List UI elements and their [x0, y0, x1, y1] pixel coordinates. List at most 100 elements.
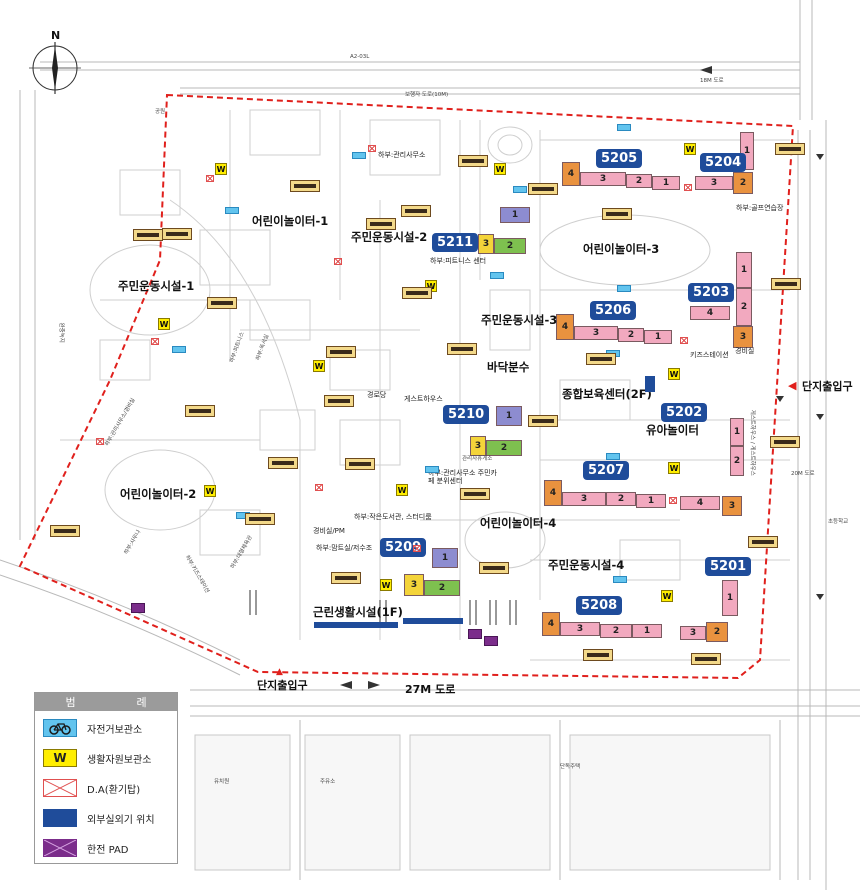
- legend-header: 범 례: [35, 693, 177, 711]
- unit-segment: 4: [542, 612, 560, 636]
- facility-fountain-sub: 경로당: [367, 391, 387, 399]
- zone-neighborhood: 근린생활시설(1F): [313, 605, 403, 619]
- facility-small-library: 하부:작은도서관, 스터디룸: [354, 513, 432, 521]
- unit-segment: 3: [562, 492, 606, 506]
- legend-label-bicycle: 자전거보관소: [87, 724, 143, 736]
- unit-segment: 2: [494, 238, 526, 254]
- facility-security: 경비실: [735, 347, 755, 355]
- facility-golf: 하부:골프연습장: [736, 204, 784, 212]
- zone-playground-1: 어린이놀이터-1: [252, 214, 329, 228]
- ventilation-icon: [43, 779, 77, 797]
- sign-board: [133, 229, 163, 241]
- east-entrance-marker: ◀: [788, 379, 797, 392]
- unit-segment: 1: [500, 207, 530, 223]
- ventilation-icon: [669, 497, 677, 504]
- zone-playground-4: 어린이놀이터-4: [480, 516, 557, 530]
- zone-daycare: 종합보육센터(2F): [562, 387, 652, 401]
- building-label-5208: 5208: [576, 596, 623, 615]
- unit-segment: 2: [606, 492, 636, 506]
- sign-board: [185, 405, 215, 417]
- road-label-top-left: 공원: [155, 109, 166, 115]
- outdoor-unit-icon: [645, 376, 655, 392]
- road-label-top-mid: 보행자 도로(10M): [405, 92, 449, 98]
- zone-playground-3: 어린이놀이터-3: [583, 242, 660, 256]
- building-label-5211: 5211: [432, 233, 479, 252]
- sign-board: [366, 218, 396, 230]
- sign-board: [479, 562, 509, 574]
- school-label: 초등학교: [828, 519, 849, 525]
- unit-segment: 2: [730, 446, 744, 476]
- zone-fitness-3: 주민운동시설-3: [481, 313, 558, 327]
- legend-row-kepco-pad: 한전 PAD: [43, 839, 129, 857]
- bicycle-icon: [225, 207, 239, 214]
- unit-segment: 3: [574, 326, 618, 340]
- sign-board: [401, 205, 431, 217]
- unit-segment: 3: [733, 326, 753, 348]
- zone-kids-playground: 유아놀이터: [646, 423, 699, 437]
- bicycle-icon: [43, 719, 77, 737]
- compass-north-label: N: [51, 29, 61, 42]
- unit-segment: 2: [706, 622, 728, 642]
- facility-bottom-desk: 하부:맘트실/저수조: [316, 544, 373, 552]
- facility-kids-station: 키즈스테이션: [690, 351, 729, 359]
- unit-segment: 3: [560, 622, 600, 636]
- unit-segment: 1: [652, 176, 680, 190]
- unit-segment: 3: [680, 626, 706, 640]
- sign-board: [771, 278, 801, 290]
- unit-segment: 1: [636, 494, 666, 508]
- w-icon: W: [396, 484, 408, 496]
- sign-board: [460, 488, 490, 500]
- w-icon: W: [661, 590, 673, 602]
- sign-board: [290, 180, 320, 192]
- sign-board: [528, 183, 558, 195]
- legend-label-kepco-pad: 한전 PAD: [87, 844, 129, 856]
- w-icon: W: [668, 462, 680, 474]
- legend-label-outdoor-unit: 외부실외기 위치: [87, 814, 155, 826]
- bottom-block-label-3: 단독주택: [560, 764, 581, 770]
- w-icon: W: [43, 749, 77, 767]
- outdoor-unit-icon: [314, 622, 398, 628]
- kepco-pad-icon: [484, 636, 498, 646]
- south-entrance-label: 단지출입구: [257, 679, 308, 692]
- sign-board: [602, 208, 632, 220]
- kepco-pad-icon: [43, 839, 77, 857]
- unit-segment: 1: [644, 330, 672, 344]
- sign-board: [345, 458, 375, 470]
- unit-segment: 2: [424, 580, 460, 596]
- bicycle-icon: [425, 466, 439, 473]
- sign-board: [748, 536, 778, 548]
- unit-segment: 3: [695, 176, 733, 190]
- sign-board: [770, 436, 800, 448]
- ventilation-icon: [334, 258, 342, 265]
- sign-board: [162, 228, 192, 240]
- road-label-right: 20M 도로: [791, 471, 815, 477]
- sign-board: [458, 155, 488, 167]
- bottom-block-label-2: 주유소: [320, 779, 336, 785]
- zone-fitness-4: 주민운동시설-4: [548, 558, 625, 572]
- unit-segment: 1: [736, 252, 752, 288]
- ventilation-icon: [315, 484, 323, 491]
- unit-segment: 3: [470, 436, 486, 456]
- legend-label-recycling: 생활자원보관소: [87, 754, 152, 766]
- zone-playground-2: 어린이놀이터-2: [120, 487, 197, 501]
- sign-board: [775, 143, 805, 155]
- building-label-5202: 5202: [661, 403, 708, 422]
- w-icon: W: [380, 579, 392, 591]
- sign-board: [245, 513, 275, 525]
- w-icon: W: [158, 318, 170, 330]
- building-label-5206: 5206: [590, 301, 637, 320]
- unit-segment: 4: [680, 496, 720, 510]
- facility-fitness-center: 하부:피트니스 센터: [430, 257, 487, 265]
- legend-row-bicycle: 자전거보관소: [43, 719, 142, 737]
- unit-segment: 3: [722, 496, 742, 516]
- w-icon: W: [215, 163, 227, 175]
- unit-segment: 3: [478, 234, 494, 254]
- bicycle-icon: [617, 285, 631, 292]
- bicycle-icon: [617, 124, 631, 131]
- facility-guard-pm: 경비실/PM: [313, 527, 345, 535]
- ventilation-icon: [684, 184, 692, 191]
- bicycle-icon: [513, 186, 527, 193]
- bicycle-icon: [613, 576, 627, 583]
- sign-board: [528, 415, 558, 427]
- bicycle-icon: [490, 272, 504, 279]
